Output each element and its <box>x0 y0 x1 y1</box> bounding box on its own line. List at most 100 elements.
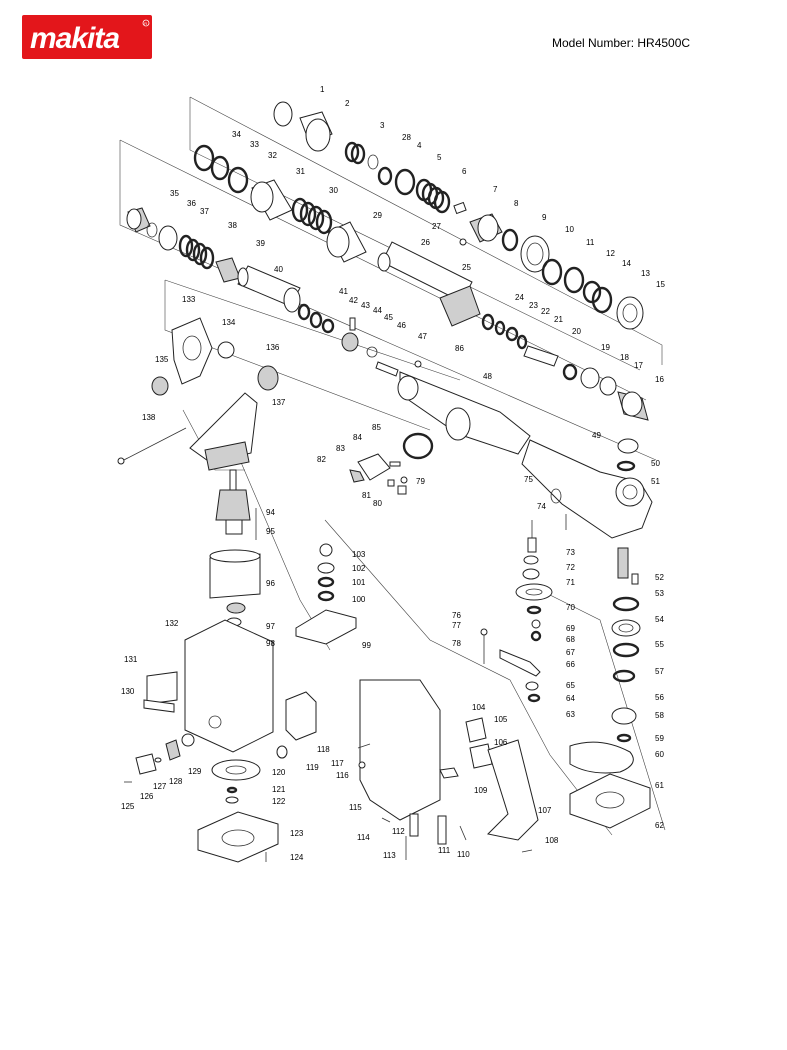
part-136-knob <box>257 365 279 391</box>
part-label-17: 17 <box>634 361 643 370</box>
part-120-fan <box>211 759 261 781</box>
part-label-35: 35 <box>170 189 179 198</box>
part-label-99: 99 <box>362 641 371 650</box>
part-75-ring <box>550 488 562 504</box>
part-label-134: 134 <box>222 318 236 327</box>
part-label-116: 116 <box>336 771 349 780</box>
part-label-84: 84 <box>353 433 362 442</box>
part-54-o-ring <box>612 596 640 612</box>
part-label-53: 53 <box>655 589 664 598</box>
handle-housing-group <box>357 679 539 860</box>
part-label-65: 65 <box>566 681 575 690</box>
part-12-ring <box>563 266 585 294</box>
part-label-57: 57 <box>655 667 664 676</box>
part-label-14: 14 <box>622 259 631 268</box>
part-23-ring <box>494 320 506 336</box>
part-label-54: 54 <box>655 615 664 624</box>
part-label-2: 2 <box>345 99 350 108</box>
part-label-124: 124 <box>290 853 304 862</box>
part-69-ring <box>526 605 542 615</box>
part-67-ring <box>530 630 542 642</box>
part-label-136: 136 <box>266 343 280 352</box>
crank-shaft-group <box>480 514 567 703</box>
part-label-34: 34 <box>232 130 241 139</box>
part-123-baffle-plate <box>197 811 279 863</box>
part-label-107: 107 <box>538 806 552 815</box>
part-119-brush-holder <box>276 745 288 759</box>
part-5-washer <box>394 168 416 196</box>
part-label-9: 9 <box>542 213 547 222</box>
part-110-screw <box>459 825 467 841</box>
part-21-ring <box>516 334 528 350</box>
part-label-104: 104 <box>472 703 486 712</box>
part-62-crank-cover <box>569 773 651 829</box>
part-label-105: 105 <box>494 715 508 724</box>
part-label-13: 13 <box>641 269 650 278</box>
part-label-96: 96 <box>266 579 275 588</box>
gear-group <box>295 543 357 645</box>
part-label-132: 132 <box>165 619 179 628</box>
part-label-3: 3 <box>380 121 385 130</box>
part-127-spring <box>154 757 162 763</box>
part-label-123: 123 <box>290 829 304 838</box>
part-label-20: 20 <box>572 327 581 336</box>
part-label-133: 133 <box>182 295 196 304</box>
part-7-key <box>453 201 467 215</box>
part-133-clamp <box>171 317 213 385</box>
part-1-cap <box>273 101 293 127</box>
part-80-nut <box>397 485 407 495</box>
part-label-55: 55 <box>655 640 664 649</box>
part-label-125: 125 <box>121 802 135 811</box>
part-43-ring <box>321 318 335 334</box>
motor-housing-group <box>124 619 317 863</box>
part-label-70: 70 <box>566 603 575 612</box>
part-label-5: 5 <box>437 153 442 162</box>
part-111-pin <box>437 815 447 845</box>
part-label-11: 11 <box>586 238 595 247</box>
part-label-115: 115 <box>349 803 362 812</box>
barrel-assembly <box>193 144 649 421</box>
part-118-controller <box>285 691 317 741</box>
part-61-gasket <box>569 741 634 774</box>
part-55-bearing <box>611 619 641 637</box>
part-59-ring <box>616 733 632 743</box>
part-label-49: 49 <box>592 431 601 440</box>
part-label-33: 33 <box>250 140 259 149</box>
svg-text:makita: makita <box>30 22 119 55</box>
part-label-81: 81 <box>362 491 371 500</box>
part-label-94: 94 <box>266 508 275 517</box>
part-126-cap <box>135 753 157 775</box>
part-109-clamp <box>439 767 459 779</box>
part-64-ring <box>527 693 541 703</box>
part-71-bearing <box>522 568 540 580</box>
part-11-o-ring <box>541 258 563 286</box>
part-label-118: 118 <box>317 745 330 754</box>
part-102-bearing <box>317 562 335 574</box>
part-label-36: 36 <box>187 199 196 208</box>
part-label-25: 25 <box>462 263 471 272</box>
part-label-130: 130 <box>121 687 135 696</box>
part-label-62: 62 <box>655 821 664 830</box>
part-label-71: 71 <box>566 578 575 587</box>
part-label-61: 61 <box>655 781 664 790</box>
part-19-ring <box>562 363 578 381</box>
part-label-108: 108 <box>545 836 559 845</box>
part-label-43: 43 <box>361 301 370 310</box>
part-label-63: 63 <box>566 710 575 719</box>
part-130-nameplate <box>143 699 175 713</box>
part-label-82: 82 <box>317 455 326 464</box>
part-36-ring <box>146 222 158 238</box>
part-label-110: 110 <box>457 850 470 859</box>
part-label-67: 67 <box>566 648 575 657</box>
part-121-ring <box>226 786 238 794</box>
part-50-cap <box>617 438 639 454</box>
part-104-switch <box>465 717 487 743</box>
part-116-clamp <box>358 761 366 769</box>
part-label-102: 102 <box>352 564 366 573</box>
part-label-122: 122 <box>272 797 286 806</box>
part-27-screw <box>459 238 467 246</box>
part-label-77: 77 <box>452 621 461 630</box>
part-label-45: 45 <box>384 313 393 322</box>
part-label-59: 59 <box>655 734 664 743</box>
